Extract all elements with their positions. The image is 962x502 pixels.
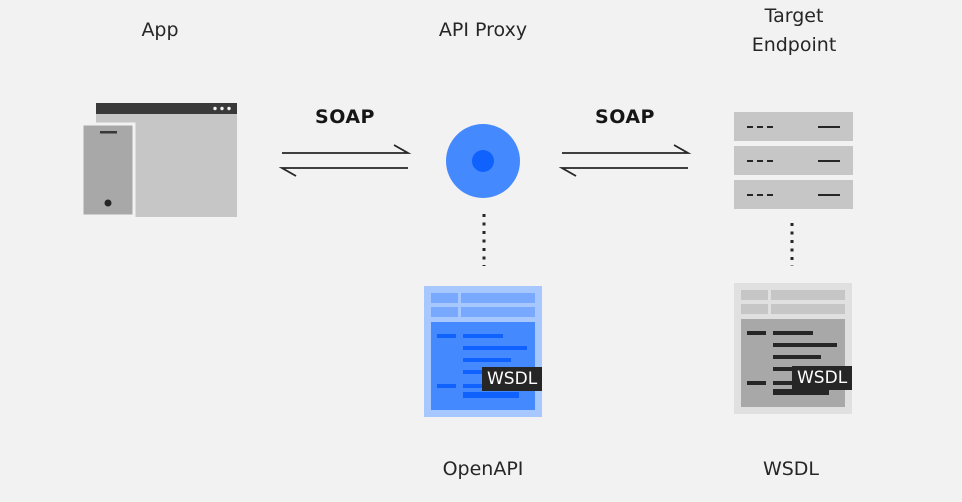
wsdl-header-cell-3 <box>741 304 768 314</box>
wsdl-line-4 <box>773 355 821 359</box>
browser-dot-3 <box>227 106 231 111</box>
wsdl-line-3 <box>773 343 837 347</box>
target-endpoint-label-line2: Endpoint <box>751 34 837 56</box>
openapi-line-6 <box>437 384 456 388</box>
wsdl-doc-badge: WSDL <box>792 366 853 390</box>
wsdl-document-icon <box>734 283 852 414</box>
browser-dot-1 <box>213 106 217 111</box>
phone-button <box>104 199 112 207</box>
openapi-wsdl-badge: WSDL <box>482 367 543 391</box>
wsdl-header-cell-1 <box>741 290 768 300</box>
openapi-label: OpenAPI <box>442 458 524 480</box>
browser-dot-2 <box>220 106 224 111</box>
server-stack-icon <box>734 112 853 209</box>
left-response-arrow <box>278 167 408 177</box>
wsdl-line-6 <box>747 381 766 385</box>
wsdl-header-cell-4 <box>771 304 845 314</box>
right-soap-label: SOAP <box>595 106 655 128</box>
wsdl-line-1 <box>747 331 766 335</box>
openapi-line-1 <box>437 334 456 338</box>
app-label: App <box>141 19 179 41</box>
target-endpoint-label: Target Endpoint <box>724 2 864 60</box>
browser-titlebar <box>96 103 237 114</box>
proxy-inner-dot <box>472 150 494 172</box>
wsdl-label: WSDL <box>762 458 820 480</box>
api-proxy-label: API Proxy <box>438 19 528 41</box>
wsdl-line-2 <box>773 331 813 335</box>
left-exchange-arrows <box>278 144 412 177</box>
right-response-arrow <box>558 167 688 177</box>
openapi-line-3 <box>463 346 527 350</box>
openapi-header-cell-2 <box>461 293 535 303</box>
openapi-line-8 <box>463 392 519 398</box>
openapi-header-cell-4 <box>461 307 535 317</box>
api-proxy-icon <box>446 124 520 198</box>
wsdl-header-cell-2 <box>771 290 845 300</box>
left-request-arrow <box>282 144 412 154</box>
target-endpoint-label-line1: Target <box>764 5 824 27</box>
right-request-arrow <box>562 144 692 154</box>
openapi-line-4 <box>463 358 511 362</box>
phone-speaker <box>100 131 117 134</box>
right-exchange-arrows <box>558 144 692 177</box>
openapi-document-icon <box>424 286 542 417</box>
left-soap-label: SOAP <box>315 106 375 128</box>
openapi-header-cell-3 <box>431 307 458 317</box>
wsdl-line-8 <box>773 389 829 395</box>
openapi-line-2 <box>463 334 503 338</box>
app-icon <box>80 103 237 218</box>
openapi-header-cell-1 <box>431 293 458 303</box>
